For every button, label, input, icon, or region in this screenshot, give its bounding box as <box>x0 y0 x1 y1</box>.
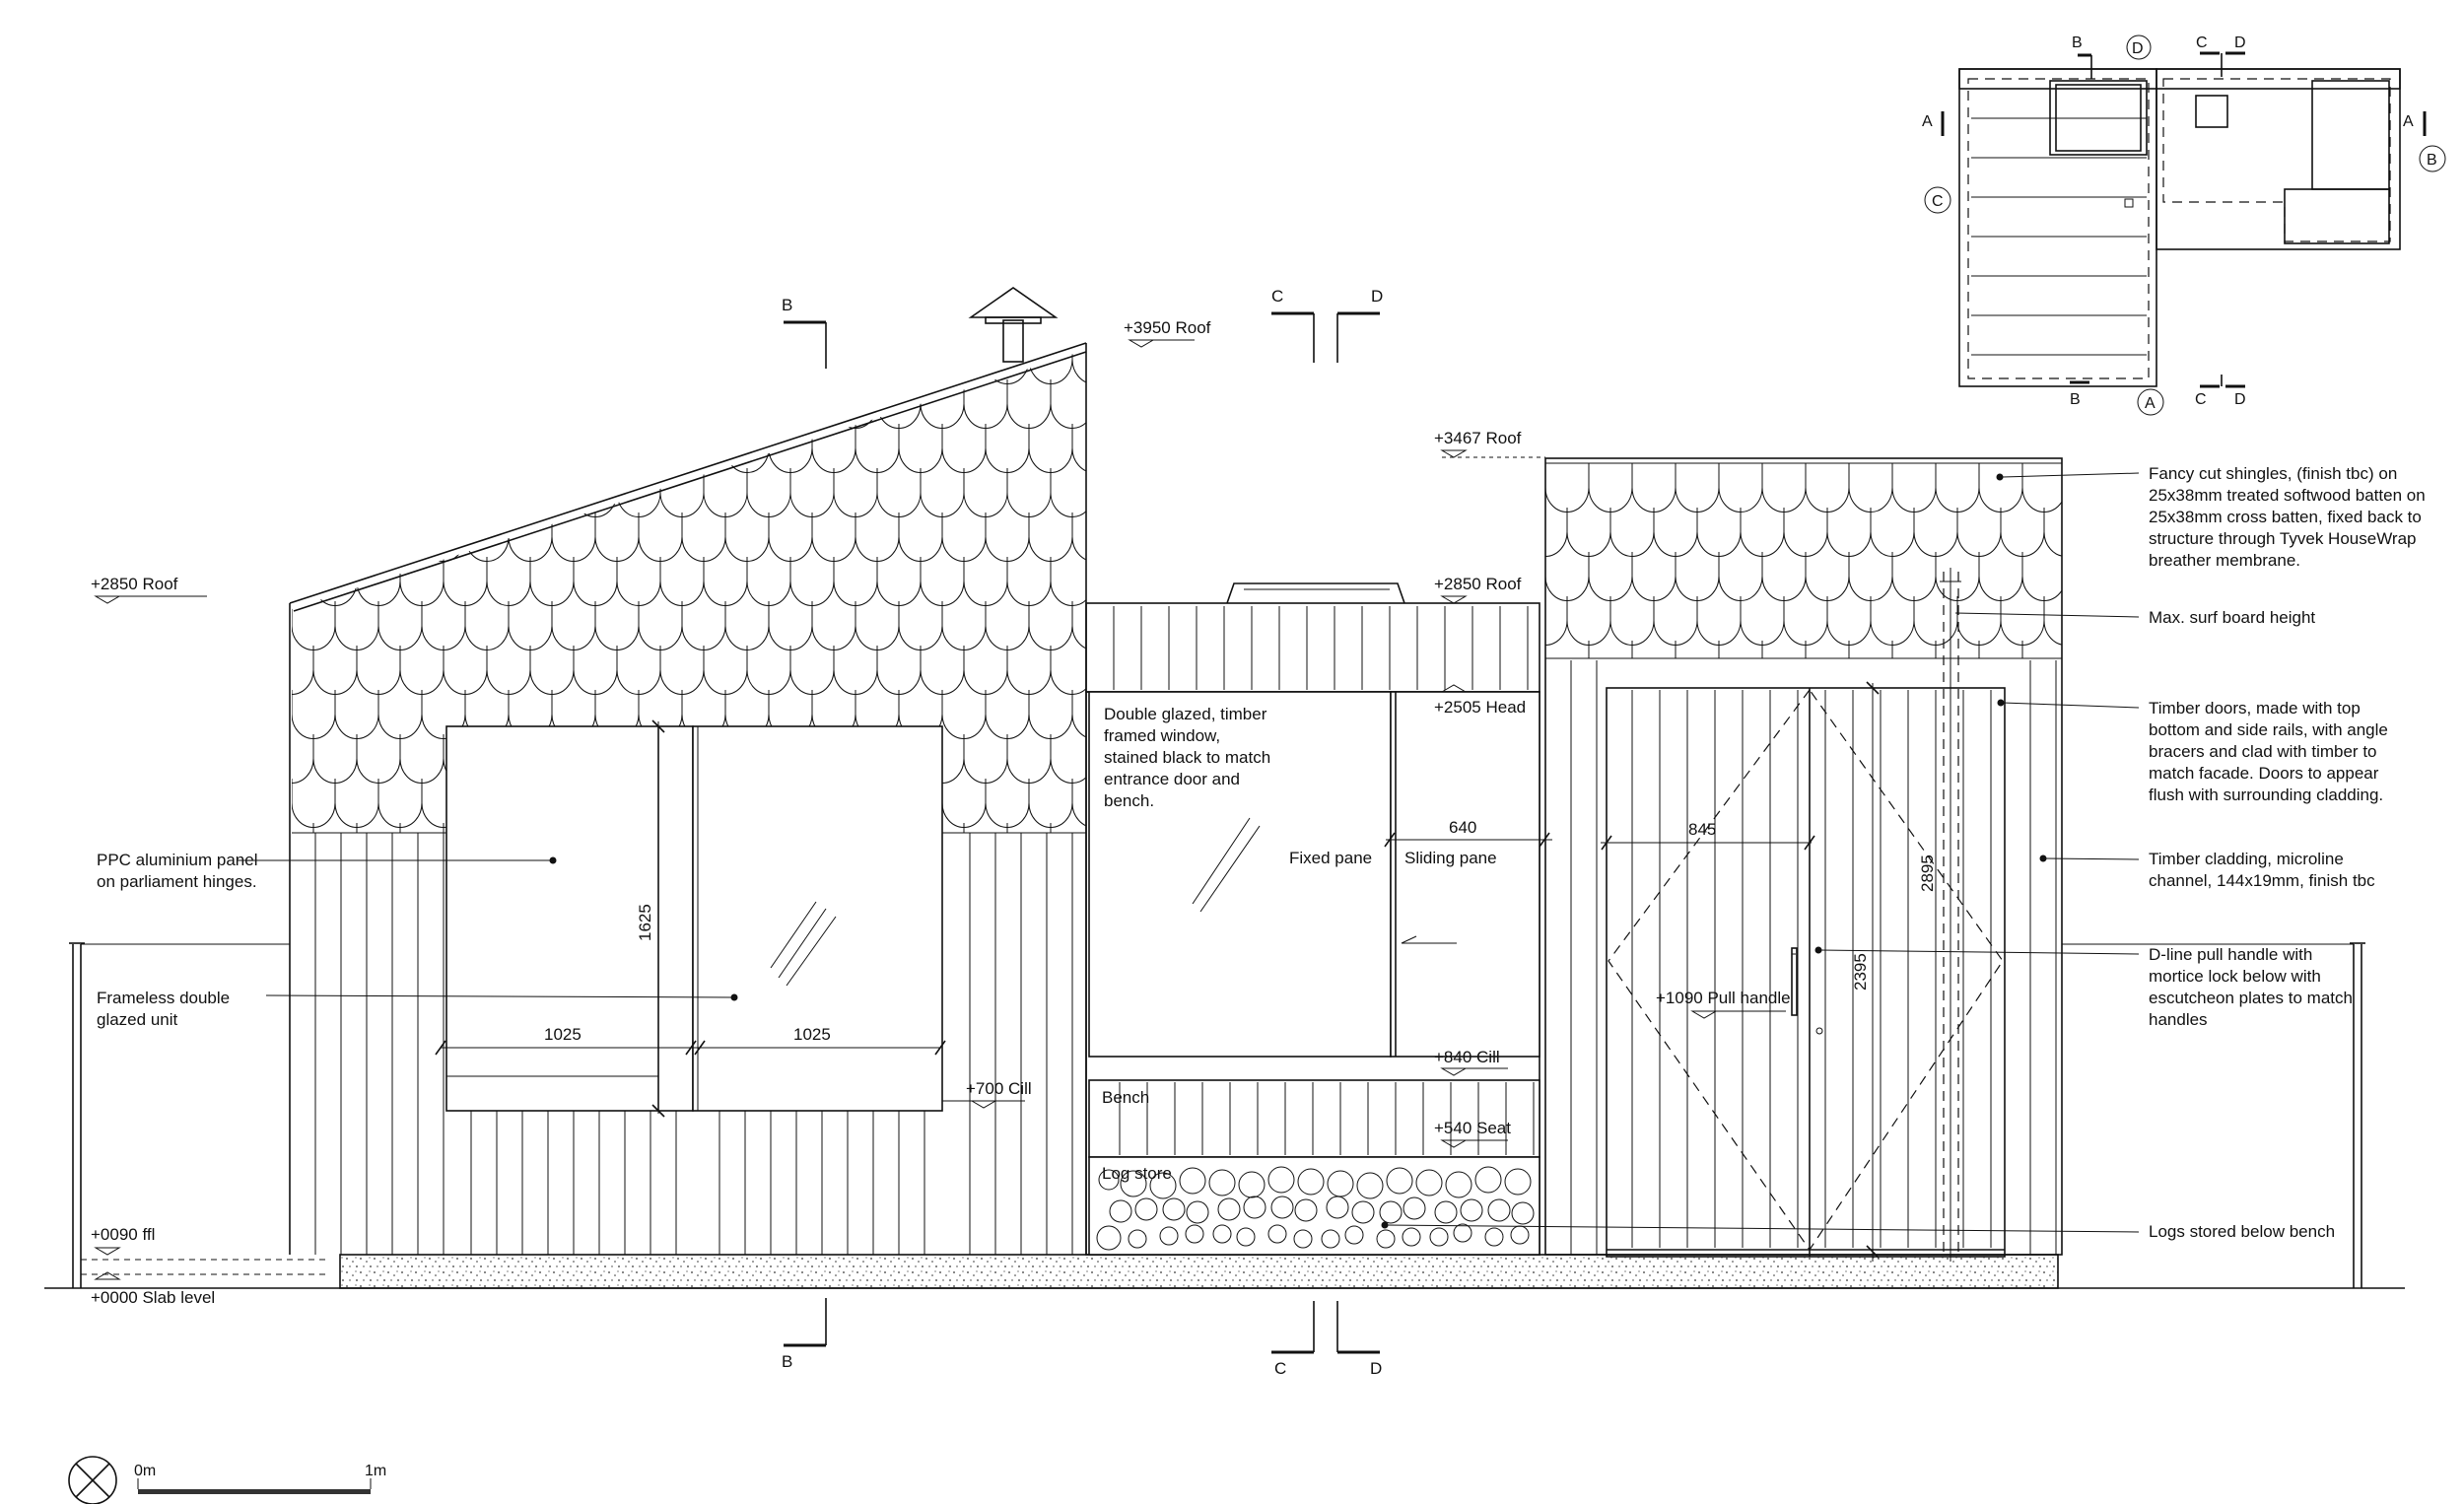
level-head-2505: +2505 Head <box>1434 698 1526 717</box>
kp-b-top: B <box>2072 34 2083 51</box>
note-ppc-panel: PPC aluminium panel on parliament hinges… <box>97 851 262 891</box>
label-fixed-pane: Fixed pane <box>1289 849 1372 867</box>
left-fence-post <box>69 942 325 1288</box>
level-seat-540: +540 Seat <box>1434 1119 1511 1137</box>
fixed-pane <box>1088 691 1392 1058</box>
note-cladding: Timber cladding, microline channel, 144x… <box>2149 850 2375 890</box>
section-c-bottom: C <box>1274 1359 1286 1378</box>
level-pull-handle-1090: +1090 Pull handle <box>1656 989 1791 1007</box>
scale-end: 1m <box>365 1463 386 1479</box>
note-handle: D-line pull handle with mortice lock bel… <box>2149 945 2358 1029</box>
key-plan: B D C D A C A B B A C D <box>1922 34 2446 416</box>
timber-doors <box>1606 687 2006 1258</box>
kp-a-bottom: A <box>2145 395 2156 412</box>
level-markers: +3950 Roof +3467 Roof +2850 Roof +2850 R… <box>91 318 1791 1307</box>
annotations-left: PPC aluminium panel on parliament hinges… <box>97 851 738 1029</box>
scale-start: 0m <box>134 1463 156 1479</box>
frameless-glazed-unit <box>692 725 943 1112</box>
section-b-bottom: B <box>782 1352 792 1371</box>
section-c-top: C <box>1271 287 1283 306</box>
dim-height-window: 1625 <box>636 904 654 941</box>
section-d-top: D <box>1371 287 1383 306</box>
kp-b-right: B <box>2427 152 2437 169</box>
section-markers: B C D B C D <box>782 287 1383 1378</box>
ground <box>44 1254 2405 1289</box>
kp-c-top: C <box>2196 34 2208 51</box>
label-bench: Bench <box>1102 1088 1149 1107</box>
sliding-pane <box>1390 691 1540 1058</box>
stored-logs <box>1096 1166 1535 1251</box>
label-log-store: Log store <box>1102 1164 1172 1183</box>
level-cill-840: +840 Cill <box>1434 1048 1500 1066</box>
shingles-right <box>1545 463 2062 658</box>
kp-d-top: D <box>2132 40 2144 57</box>
level-roof-3467: +3467 Roof <box>1434 429 1522 447</box>
internal-labels: Fixed pane Sliding pane Bench Log store … <box>1102 705 1497 1183</box>
scale-bar: 0m 1m <box>134 1463 386 1494</box>
dim-width-sliding: 640 <box>1449 818 1476 837</box>
right-volume <box>1544 457 2063 1258</box>
dim-height-door: 2395 <box>1851 953 1870 991</box>
label-window-note: Double glazed, timber framed window, sta… <box>1104 705 1275 810</box>
kp-c-bottom: C <box>2195 391 2207 408</box>
cladding-middle <box>1113 606 1529 690</box>
concrete-slab <box>339 1254 2059 1289</box>
dim-width-right-pane: 1025 <box>793 1025 831 1044</box>
level-roof-3950: +3950 Roof <box>1124 318 1211 337</box>
kp-c-left: C <box>1932 193 1944 210</box>
annotations-right: Fancy cut shingles, (finish tbc) on 25x3… <box>1381 464 2430 1241</box>
kp-a-right: A <box>2403 113 2414 130</box>
kp-d-top2: D <box>2234 34 2246 51</box>
pull-handle <box>1791 947 1823 1035</box>
level-slab-0000: +0000 Slab level <box>91 1288 215 1307</box>
kp-a-left: A <box>1922 113 1933 130</box>
level-roof-2850-mid: +2850 Roof <box>1434 575 1522 593</box>
note-doors: Timber doors, made with top bottom and s… <box>2149 699 2393 804</box>
cladding-left <box>314 833 1073 1255</box>
note-shingles: Fancy cut shingles, (finish tbc) on 25x3… <box>2149 464 2430 570</box>
dim-width-door: 845 <box>1688 820 1716 839</box>
cladding-right <box>1570 660 2057 1255</box>
note-frameless: Frameless double glazed unit <box>97 989 235 1029</box>
note-logs: Logs stored below bench <box>2149 1222 2335 1241</box>
level-roof-2850-left: +2850 Roof <box>91 575 178 593</box>
dim-width-left-pane: 1025 <box>544 1025 582 1044</box>
kp-b-bottom: B <box>2070 391 2081 408</box>
level-cill-700: +700 Cill <box>966 1079 1032 1098</box>
section-d-bottom: D <box>1370 1359 1382 1378</box>
label-sliding-pane: Sliding pane <box>1404 849 1497 867</box>
middle-volume <box>1085 582 1540 1256</box>
ppc-panel <box>445 725 694 1112</box>
note-surf: Max. surf board height <box>2149 608 2315 627</box>
left-volume <box>289 287 1087 1255</box>
section-b-top: B <box>782 296 792 314</box>
dim-height-surf: 2895 <box>1918 855 1937 892</box>
north-arrow-icon <box>68 1456 117 1504</box>
right-fence-post <box>2062 942 2365 1288</box>
level-ffl-0090: +0090 ffl <box>91 1225 155 1244</box>
kp-d-bottom: D <box>2234 391 2246 408</box>
dimension-lines: 1025 1025 1625 640 845 2395 2895 <box>435 568 1961 1262</box>
